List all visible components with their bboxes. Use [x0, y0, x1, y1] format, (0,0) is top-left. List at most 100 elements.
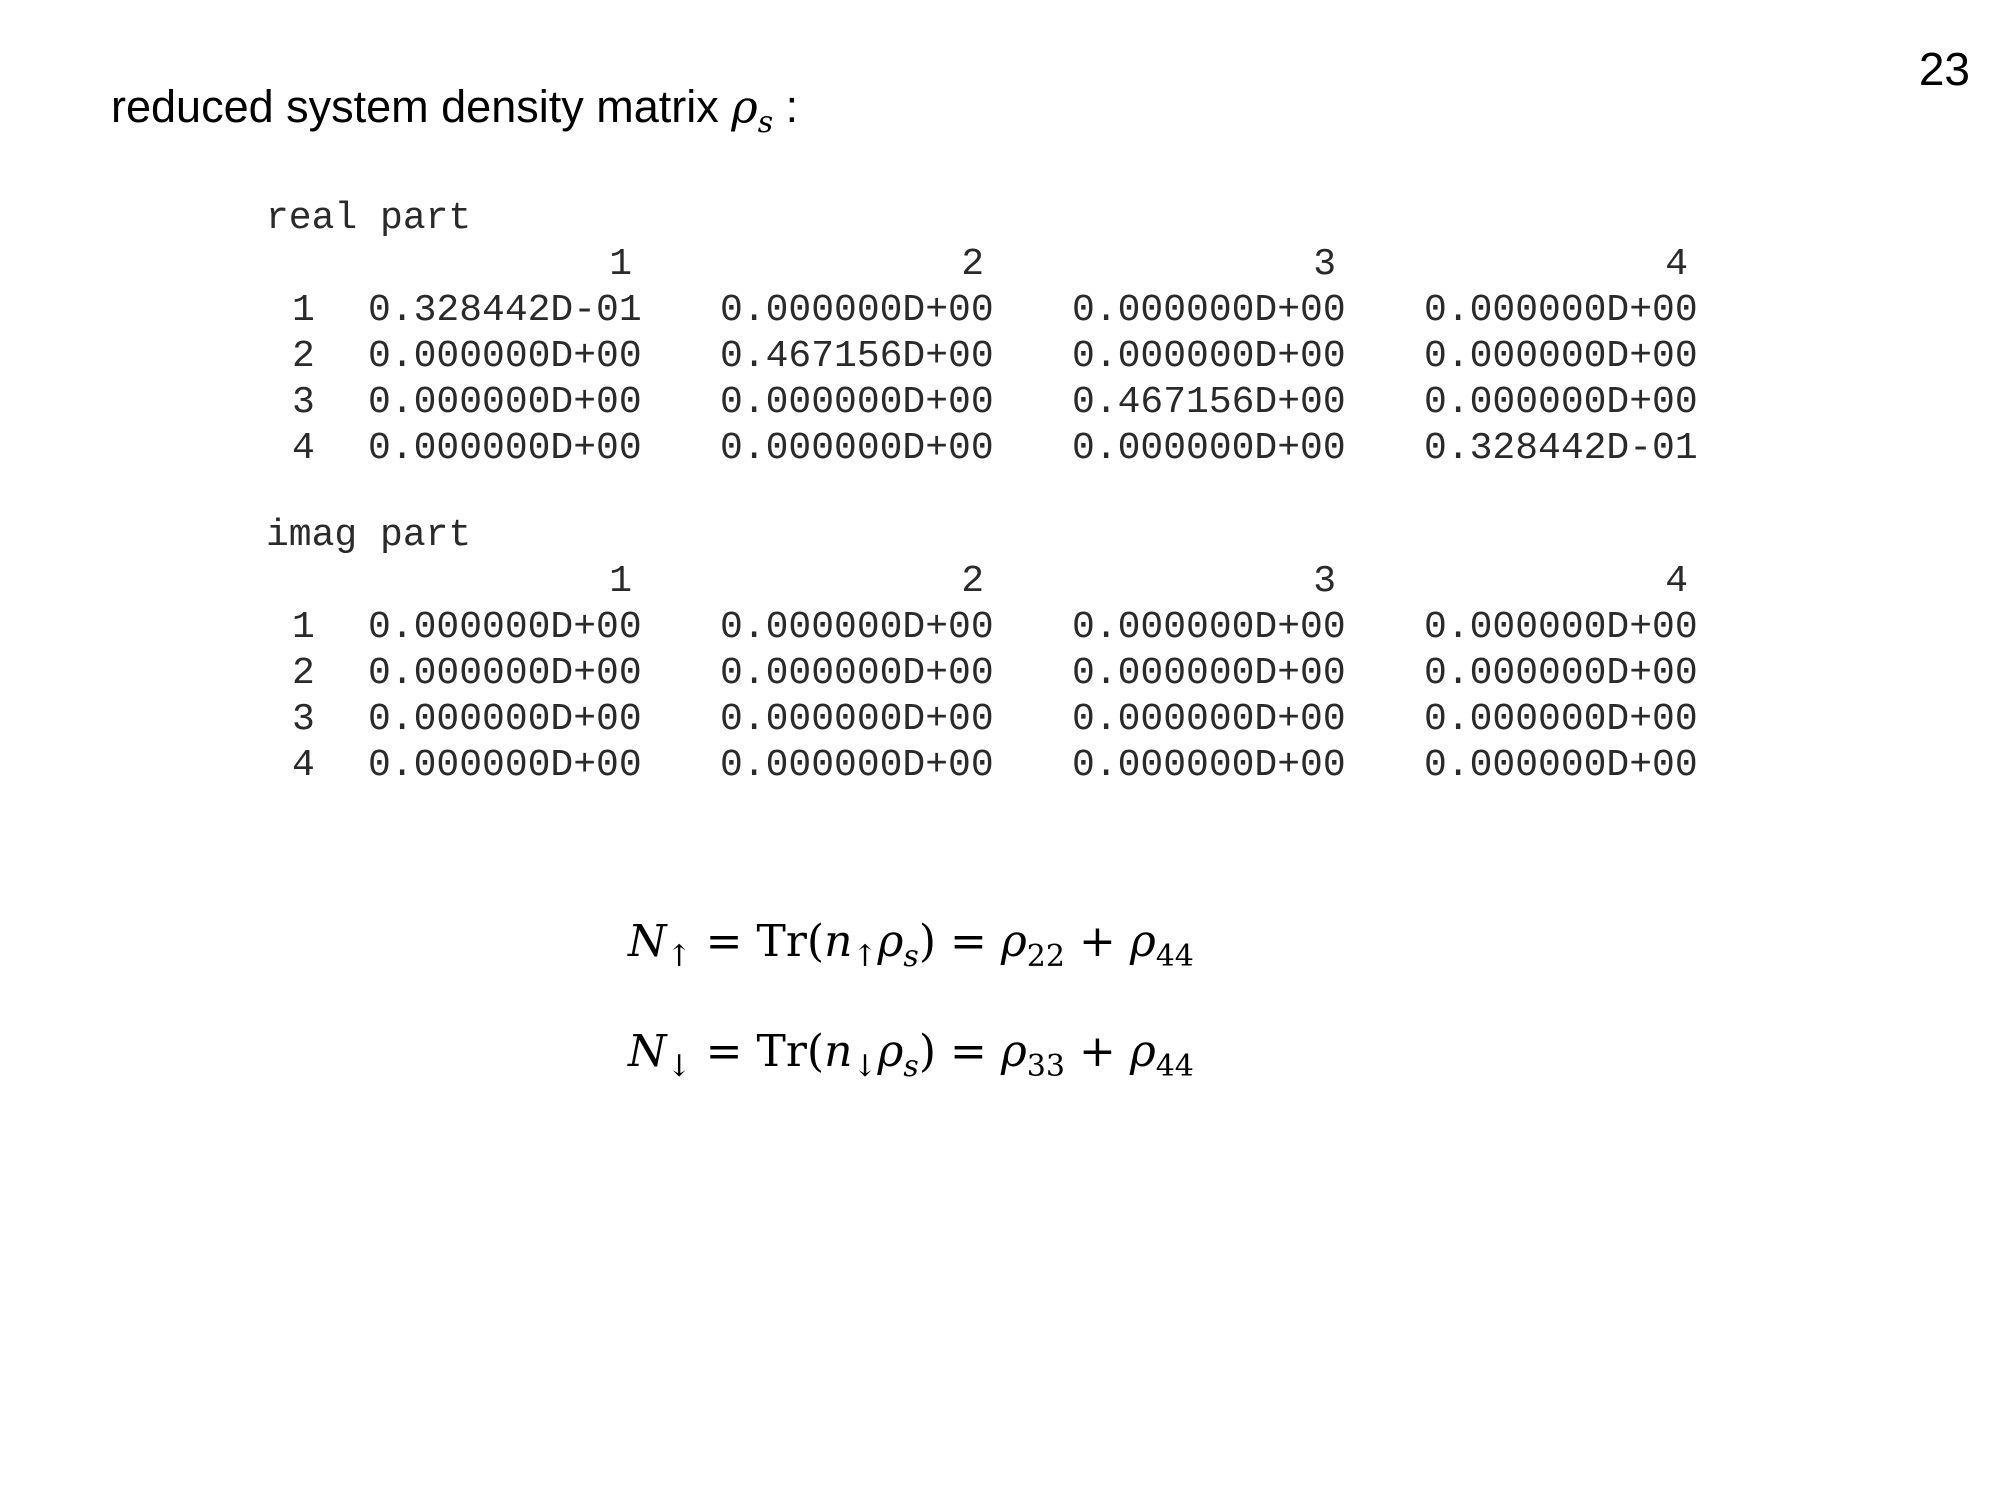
eq-close: ) [918, 1026, 936, 1077]
matrix-cell: 0.000000D+00 [368, 381, 642, 424]
matrix-cell: 0.000000D+00 [368, 698, 642, 741]
imag-part-matrix: imag part 1 2 3 4 1 0.000000D+00 0.00000… [266, 513, 1776, 789]
eq-lhs-sub: ↓ [666, 1049, 692, 1084]
eq-close: ) [918, 916, 936, 967]
matrix-cell: 0.000000D+00 [1424, 652, 1698, 695]
matrix-cell: 0.000000D+00 [1424, 744, 1698, 787]
eq-lhs: N [628, 916, 667, 967]
eq-n-sub: ↓ [852, 1049, 878, 1084]
column-label: 4 [1665, 243, 1688, 286]
eq-equals: = [950, 916, 987, 967]
matrix-cell: 0.000000D+00 [368, 427, 642, 470]
matrix-cell: 0.000000D+00 [1424, 606, 1698, 649]
matrix-row: 4 0.000000D+00 0.000000D+00 0.000000D+00… [266, 426, 1776, 472]
row-label: 3 [292, 381, 315, 424]
matrix-cell: 0.000000D+00 [1424, 289, 1698, 332]
matrix-cell: 0.000000D+00 [1072, 652, 1346, 695]
matrix-cell: 0.000000D+00 [1072, 606, 1346, 649]
column-label: 1 [609, 560, 632, 603]
column-label: 2 [961, 560, 984, 603]
eq-rho-b-sub: 44 [1155, 939, 1194, 974]
eq-trace: Tr( [756, 1026, 825, 1077]
row-label: 4 [292, 744, 315, 787]
heading-text: reduced system density matrix [111, 81, 732, 132]
column-label: 3 [1313, 243, 1336, 286]
eq-n: n [824, 1026, 853, 1077]
matrix-row: 2 0.000000D+00 0.467156D+00 0.000000D+00… [266, 334, 1776, 380]
matrix-row: 1 0.000000D+00 0.000000D+00 0.000000D+00… [266, 605, 1776, 651]
matrix-cell: 0.000000D+00 [368, 335, 642, 378]
real-part-column-header: 1 2 3 4 [266, 242, 1776, 288]
matrix-cell: 0.000000D+00 [1072, 289, 1346, 332]
eq-rho-a: ρ [1000, 1026, 1027, 1077]
eq-rho-sub: s [903, 939, 919, 974]
matrix-cell: 0.000000D+00 [1424, 381, 1698, 424]
imag-part-column-header: 1 2 3 4 [266, 559, 1776, 605]
eq-rho-a-sub: 33 [1026, 1049, 1065, 1084]
matrix-cell: 0.000000D+00 [720, 606, 994, 649]
matrix-cell: 0.000000D+00 [1072, 698, 1346, 741]
eq-equals: = [705, 916, 743, 967]
matrix-row: 3 0.000000D+00 0.000000D+00 0.467156D+00… [266, 380, 1776, 426]
eq-rho-sub: s [903, 1049, 919, 1084]
row-label: 2 [292, 335, 315, 378]
column-label: 3 [1313, 560, 1336, 603]
row-label: 1 [292, 606, 315, 649]
matrix-row: 4 0.000000D+00 0.000000D+00 0.000000D+00… [266, 743, 1776, 789]
imag-part-title: imag part [266, 514, 472, 557]
eq-lhs: N [628, 1026, 667, 1077]
matrix-cell: 0.000000D+00 [1072, 335, 1346, 378]
rho-subscript: s [757, 105, 774, 140]
matrix-cell: 0.000000D+00 [368, 744, 642, 787]
eq-rho-b: ρ [1129, 916, 1156, 967]
matrix-row: 1 0.328442D-01 0.000000D+00 0.000000D+00… [266, 288, 1776, 334]
matrix-cell: 0.000000D+00 [1424, 335, 1698, 378]
eq-lhs-sub: ↑ [666, 939, 692, 974]
eq-rho-b: ρ [1129, 1026, 1156, 1077]
eq-rho: ρ [877, 916, 904, 967]
matrix-cell: 0.000000D+00 [720, 744, 994, 787]
eq-rho-a-sub: 22 [1026, 939, 1065, 974]
slide-heading: reduced system density matrix ρs : [111, 80, 798, 141]
matrix-cell: 0.467156D+00 [1072, 381, 1346, 424]
eq-rho: ρ [877, 1026, 904, 1077]
matrix-cell: 0.328442D-01 [1424, 427, 1698, 470]
row-label: 3 [292, 698, 315, 741]
column-label: 1 [609, 243, 632, 286]
eq-plus: + [1078, 1026, 1116, 1077]
heading-suffix: : [773, 81, 799, 132]
matrix-cell: 0.328442D-01 [368, 289, 642, 332]
matrix-cell: 0.000000D+00 [720, 289, 994, 332]
row-label: 1 [292, 289, 315, 332]
real-part-title: real part [266, 197, 472, 240]
matrix-cell: 0.000000D+00 [720, 381, 994, 424]
matrix-cell: 0.467156D+00 [720, 335, 994, 378]
matrix-row: 2 0.000000D+00 0.000000D+00 0.000000D+00… [266, 651, 1776, 697]
matrix-cell: 0.000000D+00 [720, 698, 994, 741]
eq-n: n [824, 916, 853, 967]
eq-equals: = [950, 1026, 987, 1077]
eq-plus: + [1078, 916, 1116, 967]
matrix-row: 3 0.000000D+00 0.000000D+00 0.000000D+00… [266, 697, 1776, 743]
eq-rho-b-sub: 44 [1155, 1049, 1194, 1084]
rho-symbol: ρ [731, 80, 758, 133]
eq-equals: = [705, 1026, 743, 1077]
matrix-cell: 0.000000D+00 [368, 652, 642, 695]
eq-trace: Tr( [756, 916, 825, 967]
eq-rho-a: ρ [1000, 916, 1027, 967]
matrix-cell: 0.000000D+00 [720, 652, 994, 695]
real-part-matrix: real part 1 2 3 4 1 0.328442D-01 0.00000… [266, 196, 1776, 472]
matrix-cell: 0.000000D+00 [368, 606, 642, 649]
matrix-cell: 0.000000D+00 [1072, 427, 1346, 470]
row-label: 4 [292, 427, 315, 470]
row-label: 2 [292, 652, 315, 695]
column-label: 4 [1665, 560, 1688, 603]
page-number: 23 [1918, 43, 1970, 95]
equation-n-down: N↓=Tr(n↓ρs)=ρ33+ρ44 [628, 1030, 1194, 1082]
column-label: 2 [961, 243, 984, 286]
matrix-cell: 0.000000D+00 [720, 427, 994, 470]
eq-n-sub: ↑ [852, 939, 878, 974]
matrix-cell: 0.000000D+00 [1072, 744, 1346, 787]
matrix-cell: 0.000000D+00 [1424, 698, 1698, 741]
equation-n-up: N↑=Tr(n↑ρs)=ρ22+ρ44 [628, 920, 1194, 972]
